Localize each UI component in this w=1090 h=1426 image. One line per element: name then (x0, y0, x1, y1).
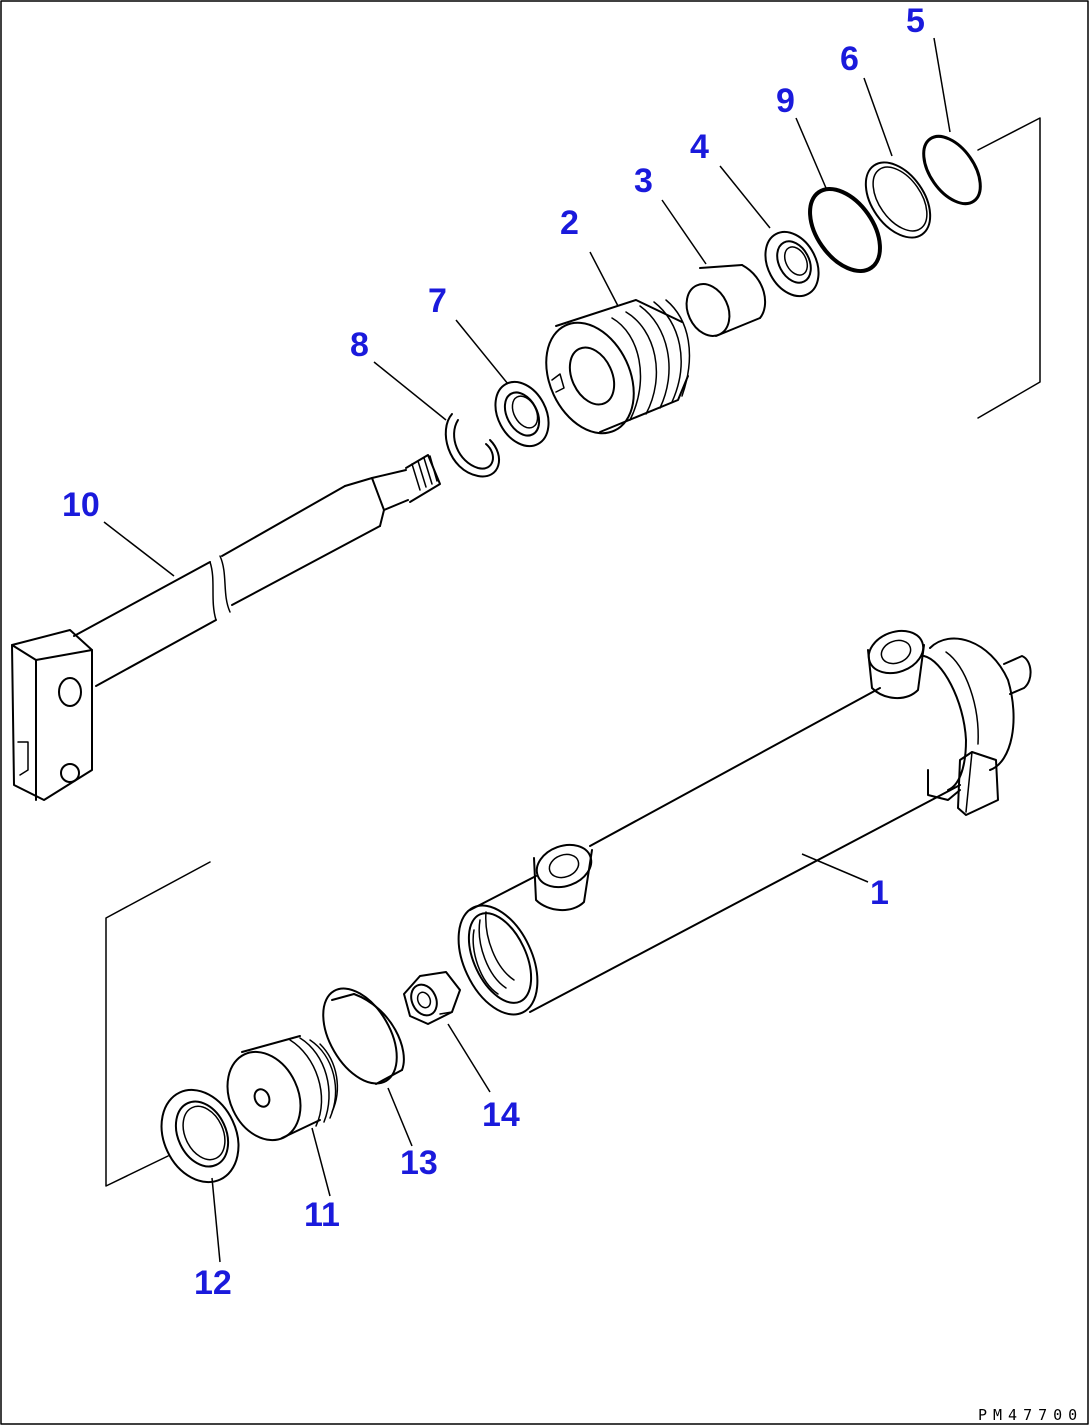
callout-part-13: 13 (400, 1144, 438, 1182)
callout-part-10: 10 (62, 486, 100, 524)
callout-part-12: 12 (194, 1264, 232, 1302)
seal-4 (764, 230, 820, 298)
o-ring-5 (922, 134, 982, 206)
callout-part-1: 1 (870, 874, 889, 912)
seal-12 (160, 1088, 240, 1184)
callout-labels: 1 2 3 4 5 6 9 7 8 10 11 12 13 14 (62, 2, 925, 1302)
leader-lines (103, 37, 951, 1263)
callout-part-5: 5 (906, 2, 925, 40)
callout-part-4: 4 (690, 128, 709, 166)
lower-assembly-bracket (105, 861, 211, 1187)
bushing-7 (494, 380, 550, 448)
cylinder-tube (457, 629, 1032, 1016)
backup-ring-6 (864, 161, 932, 239)
callout-part-3: 3 (634, 162, 653, 200)
callout-part-11: 11 (304, 1196, 340, 1234)
sleeve-3 (685, 264, 767, 337)
cushion-ring-13 (322, 987, 405, 1085)
callout-part-8: 8 (350, 326, 369, 364)
callout-part-2: 2 (560, 204, 579, 242)
o-ring-9 (808, 187, 882, 273)
snap-ring (444, 413, 500, 478)
callout-part-7: 9 (776, 82, 795, 120)
upper-assembly-bracket (977, 117, 1041, 419)
piston (545, 299, 691, 435)
piston-nut-11 (226, 1035, 339, 1142)
piston-rod (11, 454, 441, 801)
drawing-code: PM47700 (978, 1406, 1083, 1424)
nut-14 (403, 971, 461, 1025)
callout-part-14: 14 (482, 1096, 520, 1134)
callout-part-7b: 7 (428, 282, 447, 320)
callout-part-6: 6 (840, 40, 859, 78)
